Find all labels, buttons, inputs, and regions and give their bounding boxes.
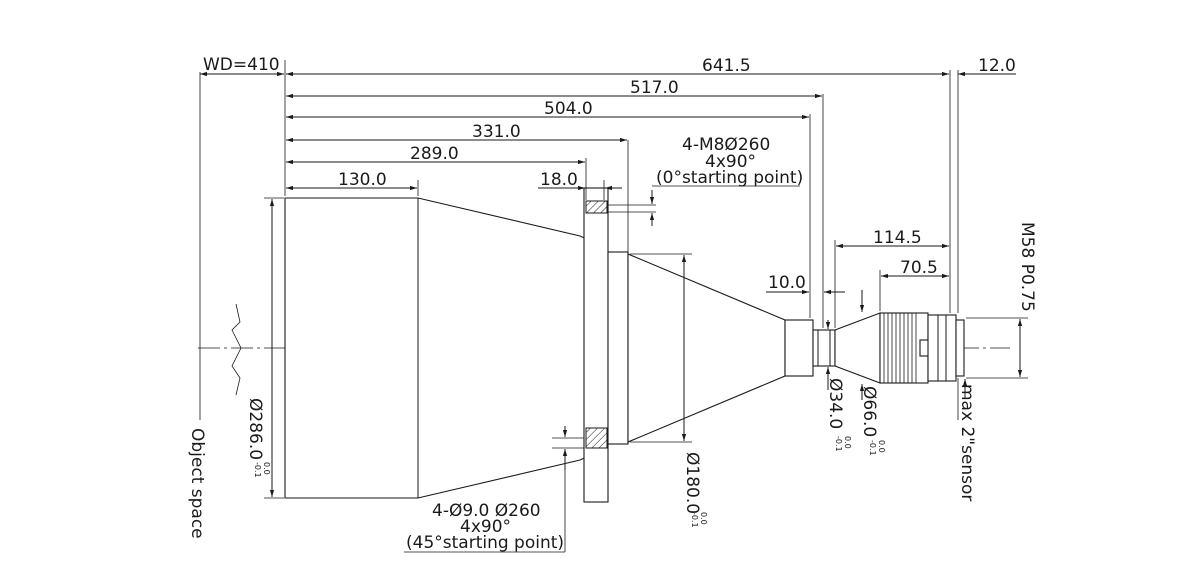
dim-114: 114.5 <box>873 228 922 248</box>
dia-34: Ø34.0 <box>825 378 845 429</box>
diameter-dimensions: Ø286.0 0.0 -0.1 Ø180.0 0.0 -0.1 Ø34.0 0.… <box>245 197 1037 528</box>
mount-thread <box>955 319 965 377</box>
svg-text:0.0: 0.0 <box>843 436 852 449</box>
svg-text:0.0: 0.0 <box>877 440 886 453</box>
svg-text:-0.1: -0.1 <box>868 440 877 456</box>
dim-289: 289.0 <box>410 144 459 164</box>
svg-text:0.0: 0.0 <box>699 512 708 525</box>
svg-text:-0.1: -0.1 <box>690 512 699 528</box>
dim-12: 12.0 <box>978 56 1016 76</box>
note-bottom-line3: (45°starting point) <box>406 533 564 553</box>
rear-neck <box>784 319 814 377</box>
dia-180: Ø180.0 <box>682 452 702 514</box>
dim-517: 517.0 <box>630 78 679 98</box>
dim-wd: WD=410 <box>203 55 280 75</box>
svg-text:-0.1: -0.1 <box>253 462 262 478</box>
neck-ring <box>812 329 836 367</box>
lens-body <box>284 187 965 503</box>
dim-331: 331.0 <box>472 122 521 142</box>
camera-mount <box>927 314 957 382</box>
dim-10: 10.0 <box>768 273 806 293</box>
note-top-line3: (0°starting point) <box>656 168 803 188</box>
mounting-flange <box>583 187 609 503</box>
thread-label: M58 P0.75 <box>1017 222 1037 312</box>
dim-70: 70.5 <box>900 258 938 278</box>
dim-504: 504.0 <box>544 99 593 119</box>
note-top-line2: 4x90° <box>705 152 756 172</box>
dia-286: Ø286.0 <box>245 398 265 460</box>
flange-bolt-hole-bottom <box>585 427 608 449</box>
note-bottom-line2: 4x90° <box>460 517 511 537</box>
sensor-label: max 2"sensor <box>957 384 977 501</box>
front-barrel <box>284 197 593 499</box>
dia-66: Ø66.0 <box>859 386 879 437</box>
dim-130: 130.0 <box>338 170 387 190</box>
svg-text:0.0: 0.0 <box>262 462 271 475</box>
dim-18: 18.0 <box>540 170 578 190</box>
adapter-cone <box>834 312 881 384</box>
dim-total: 641.5 <box>702 56 751 76</box>
flange-thread-hole-top <box>585 200 608 214</box>
svg-text:-0.1: -0.1 <box>834 436 843 452</box>
horizontal-dimensions: WD=410 641.5 12.0 517.0 504.0 331.0 289.… <box>200 55 1016 295</box>
rear-cone <box>627 253 786 443</box>
note-bottom-line1: 4-Ø9.0 Ø260 <box>432 501 541 521</box>
object-space-label: Object space <box>187 428 207 539</box>
flange-step <box>607 251 629 445</box>
callout-notes: 4-M8Ø260 4x90° (0°starting point) 4-Ø9.0… <box>404 135 803 553</box>
extension-lines <box>284 60 959 449</box>
object-plane: Object space <box>187 72 242 539</box>
note-top-line1: 4-M8Ø260 <box>682 135 770 155</box>
